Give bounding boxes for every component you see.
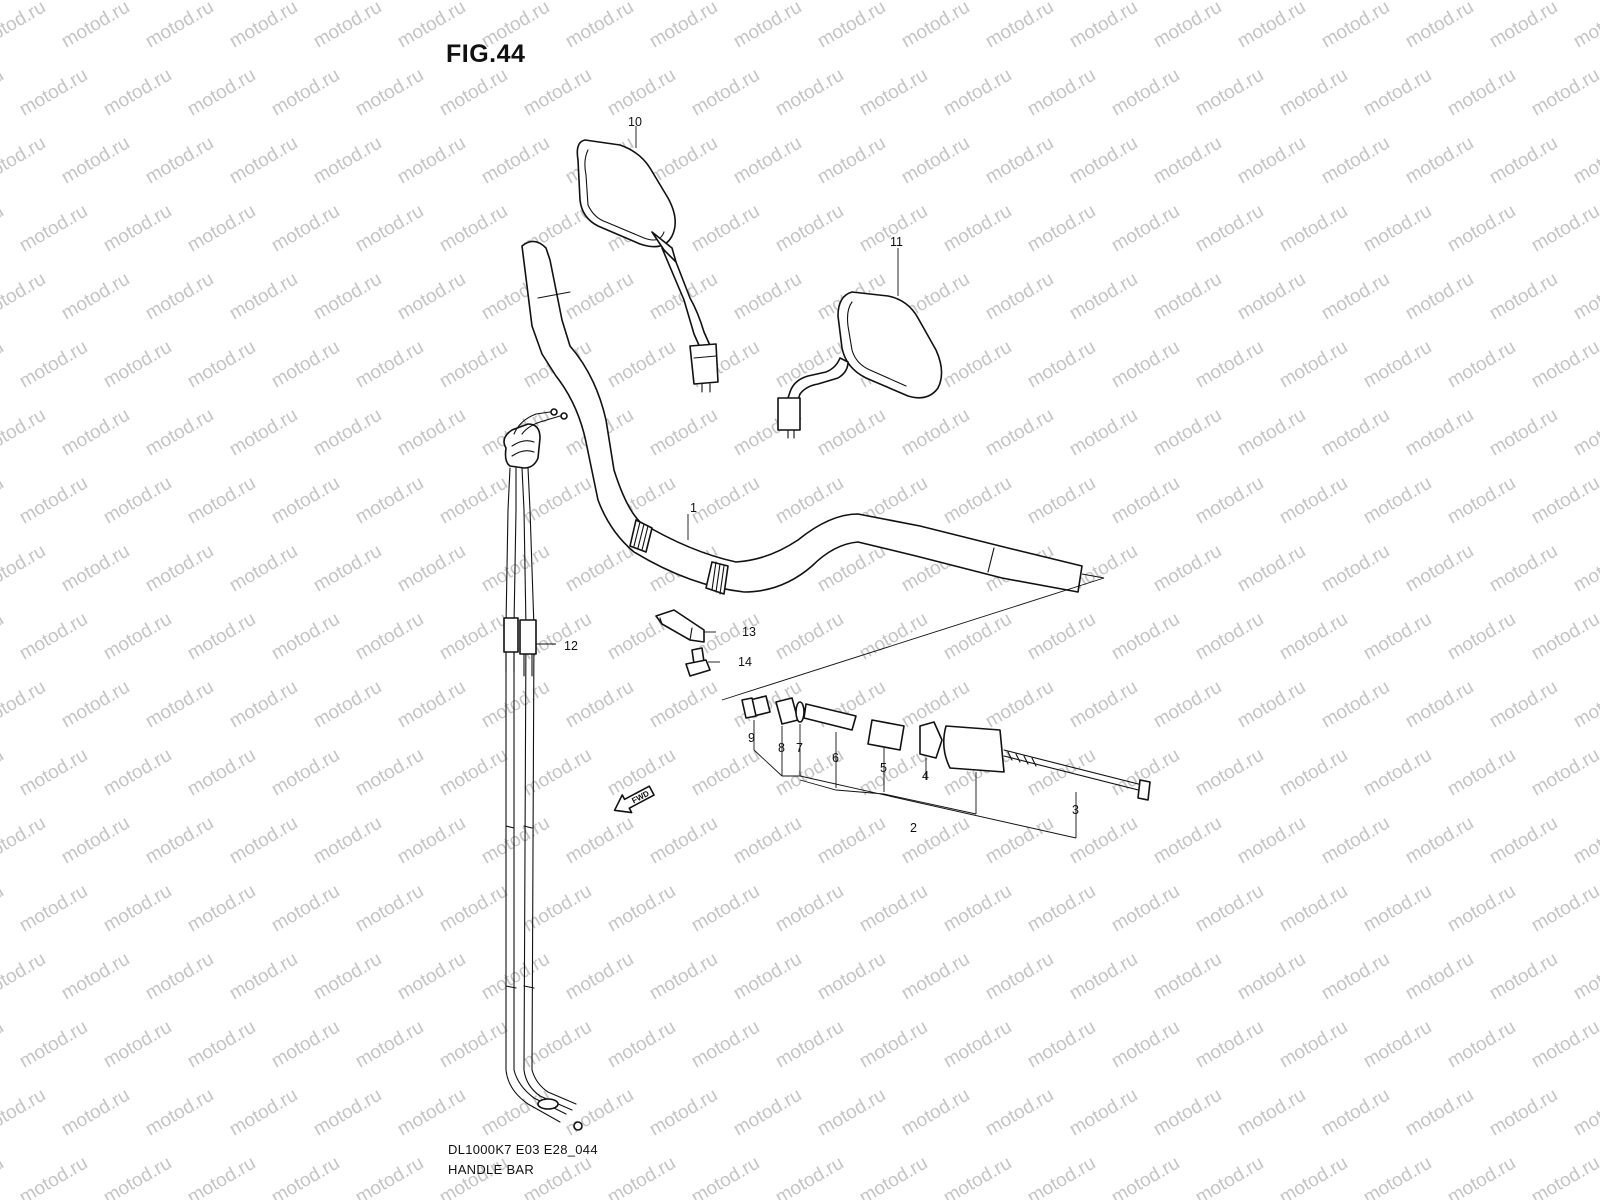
callout-4: 4 xyxy=(922,769,929,783)
part-7-washer xyxy=(795,701,805,723)
figure-title: FIG.44 xyxy=(446,40,526,68)
callout-11: 11 xyxy=(890,235,903,249)
assembly-leader-lines xyxy=(753,720,1077,839)
right-mirror[interactable] xyxy=(777,291,943,439)
callout-2: 2 xyxy=(910,821,917,835)
callout-5: 5 xyxy=(880,761,887,775)
forward-arrow-icon xyxy=(613,785,655,814)
callout-13: 13 xyxy=(742,625,756,639)
fwd-direction-marker: FWD xyxy=(613,785,655,814)
callout-8: 8 xyxy=(778,741,785,755)
part-6-rod xyxy=(803,703,857,731)
throttle-cable[interactable] xyxy=(503,408,583,1131)
callout-9: 9 xyxy=(748,731,755,745)
part-5-rubber xyxy=(867,719,905,751)
assembly-name: HANDLE BAR xyxy=(448,1162,535,1177)
callout-1: 1 xyxy=(690,501,697,515)
model-code: DL1000K7 E03 E28_044 xyxy=(448,1142,598,1157)
part-4-spacer xyxy=(919,721,943,759)
part-3-weight xyxy=(942,725,1005,773)
bar-end-weight-assembly[interactable] xyxy=(741,695,1151,801)
callout-12: 12 xyxy=(564,639,578,653)
handlebar-pipe[interactable] xyxy=(521,240,1105,701)
callout-3: 3 xyxy=(1072,803,1079,817)
part-8-collar xyxy=(775,697,799,725)
callout-6: 6 xyxy=(832,751,839,765)
callout-7: 7 xyxy=(796,741,803,755)
callout-10: 10 xyxy=(628,115,642,129)
cable-clamp[interactable] xyxy=(655,609,716,643)
clamp-bolt[interactable] xyxy=(685,647,720,677)
callout-leaders xyxy=(635,126,899,540)
callout-14: 14 xyxy=(738,655,752,669)
left-mirror[interactable] xyxy=(576,139,719,393)
